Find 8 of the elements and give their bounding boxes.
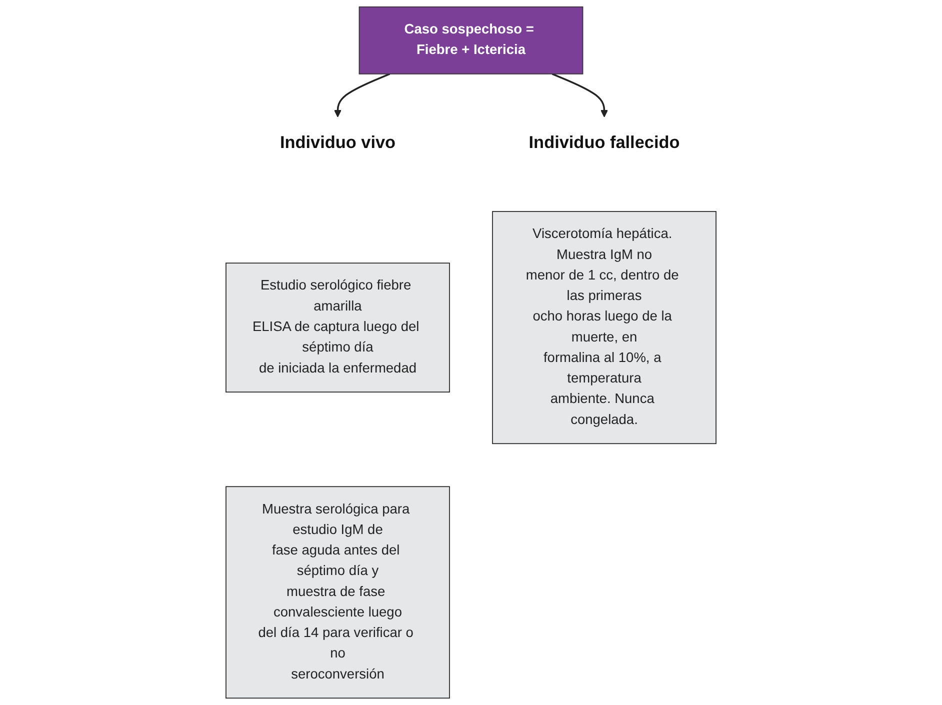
arrow bbox=[552, 73, 608, 118]
node-box: Caso sospechoso = Fiebre + Ictericia bbox=[358, 6, 584, 74]
node-box: Muestra serológica para estudio IgM de fase aguda antes del séptimo día y muestra de fase convalesciente luego del día 14 para verificar o no seroconversión bbox=[226, 486, 450, 699]
arrow bbox=[334, 73, 390, 118]
node-text: Individuo fallecido bbox=[528, 133, 680, 152]
node-text: Individuo vivo bbox=[280, 133, 396, 152]
node-box: Estudio serológico fiebre amarilla ELISA de captura luego del séptimo día de iniciada la enfermedad bbox=[226, 262, 450, 392]
node-box: Viscerotomía hepática. Muestra IgM no menor de 1 cc, dentro de las primeras ocho horas luego de la muerte, en formalina al 10%, a temperatura ambiente. Nunca congelada. bbox=[492, 211, 716, 444]
